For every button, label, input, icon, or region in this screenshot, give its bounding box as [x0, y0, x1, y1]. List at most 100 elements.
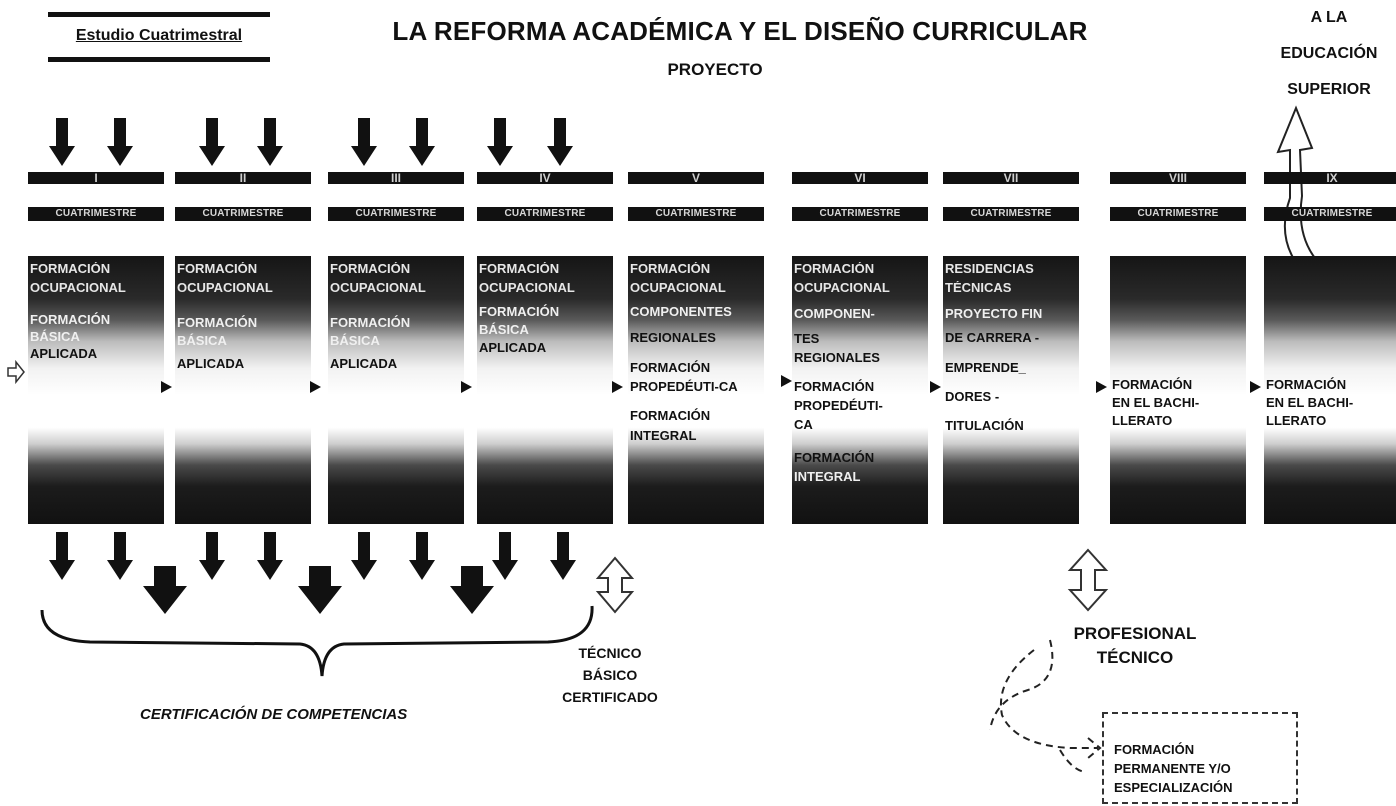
- term-header-line2: OCUPACIONAL: [479, 281, 575, 295]
- term-label: COMPONEN-: [794, 306, 875, 321]
- cuatrimestre-bar: [628, 207, 764, 221]
- term-label: PROYECTO FIN: [945, 306, 1043, 321]
- term-block: [628, 256, 764, 524]
- term-label: BÁSICA: [330, 333, 380, 348]
- edu-label-line3: SUPERIOR: [1287, 81, 1371, 98]
- term-label: LLERATO: [1112, 413, 1173, 428]
- term-block: [328, 256, 464, 524]
- term-label: DE CARRERA -: [945, 330, 1040, 345]
- term-label: CA: [794, 417, 813, 432]
- term-number: II: [239, 171, 247, 185]
- page-subtitle: PROYECTO: [667, 60, 763, 79]
- cuatrimestre-label: CUATRIMESTRE: [202, 208, 284, 219]
- term-bar: [28, 172, 164, 184]
- term-header-line1: FORMACIÓN: [30, 262, 111, 276]
- term-label: BÁSICA: [30, 329, 80, 344]
- term-number: I: [94, 171, 98, 185]
- term-bar: [477, 172, 613, 184]
- term-block: [943, 256, 1079, 524]
- cuatrimestre-bar: [1110, 207, 1246, 221]
- term-label: FORMACIÓN: [1112, 377, 1193, 392]
- term-label: BÁSICA: [479, 322, 529, 337]
- cuatrimestre-bar: [175, 207, 311, 221]
- term-label: REGIONALES: [630, 330, 716, 345]
- cuatrimestre-label: CUATRIMESTRE: [655, 208, 737, 219]
- term-label: FORMACIÓN: [630, 360, 711, 375]
- cuatrimestre-label: CUATRIMESTRE: [1137, 208, 1219, 219]
- term-label: TITULACIÓN: [945, 418, 1024, 433]
- entry-arrow: [7, 359, 25, 385]
- certificacion-label: CERTIFICACIÓN DE COMPETENCIAS: [140, 706, 408, 723]
- connector-arrow-1: [161, 381, 172, 393]
- double-arrow-tecnico-basico: [595, 556, 635, 614]
- term-label: PROPEDÉUTI-: [794, 398, 883, 413]
- cuatrimestre-bar: [328, 207, 464, 221]
- cuatrimestre-label: CUATRIMESTRE: [1291, 208, 1373, 219]
- term-bar: [943, 172, 1079, 184]
- term-label: FORMACIÓN: [1266, 377, 1347, 392]
- term-label: FORMACIÓN: [30, 312, 111, 327]
- term-label: FORMACIÓN: [794, 450, 875, 465]
- term-number: IV: [539, 171, 551, 185]
- term-label: APLICADA: [479, 340, 547, 355]
- page-title: LA REFORMA ACADÉMICA Y EL DISEÑO CURRICU…: [392, 16, 1088, 46]
- cuatrimestre-label: CUATRIMESTRE: [970, 208, 1052, 219]
- term-label: FORMACIÓN: [330, 315, 411, 330]
- term-header-line2: OCUPACIONAL: [30, 281, 126, 295]
- curly-brace: [40, 605, 594, 677]
- term-header-line1: FORMACIÓN: [177, 262, 258, 276]
- cuatrimestre-bar: [477, 207, 613, 221]
- term-block: [792, 256, 928, 524]
- term-block: [175, 256, 311, 524]
- term-label: COMPONENTES: [630, 304, 732, 319]
- term-number: IX: [1326, 171, 1338, 185]
- term-label: EN EL BACHI-: [1266, 395, 1354, 410]
- connector-arrow-6: [930, 381, 941, 393]
- cuatrimestre-label: CUATRIMESTRE: [355, 208, 437, 219]
- term-header-line1: FORMACIÓN: [630, 262, 711, 276]
- tag-rule-top: [48, 12, 270, 17]
- term-label: APLICADA: [177, 356, 245, 371]
- term-label: PROPEDÉUTI-CA: [630, 379, 738, 394]
- term-label: DORES -: [945, 389, 1000, 404]
- term-label: FORMACIÓN: [794, 379, 875, 394]
- cuatrimestre-bar: [28, 207, 164, 221]
- term-header-line2: OCUPACIONAL: [177, 281, 273, 295]
- term-label: TES: [794, 331, 820, 346]
- connector-arrow-5: [781, 375, 792, 387]
- term-label: EMPRENDE_: [945, 360, 1026, 375]
- term-label: FORMACIÓN: [177, 315, 258, 330]
- cuatrimestre-label: CUATRIMESTRE: [55, 208, 137, 219]
- curved-up-arrow: [1276, 105, 1320, 270]
- profesional-tecnico-line2: TÉCNICO: [1096, 648, 1174, 667]
- term-header-line2: OCUPACIONAL: [794, 281, 890, 295]
- cuatrimestre-label: CUATRIMESTRE: [504, 208, 586, 219]
- term-header-line1: FORMACIÓN: [330, 262, 411, 276]
- tag-rule-bottom: [48, 57, 270, 62]
- tecnico-basico-line2: BÁSICO: [582, 667, 638, 683]
- connector-arrow-4: [612, 381, 623, 393]
- term-label: APLICADA: [30, 346, 98, 361]
- big-down-arrows: [143, 566, 494, 614]
- tag-label: Estudio Cuatrimestral: [75, 27, 243, 44]
- cuatrimestre-bar: [1264, 207, 1396, 221]
- term-bar: [1110, 172, 1246, 184]
- down-arrows-top: [49, 118, 573, 166]
- term-label: INTEGRAL: [630, 428, 697, 443]
- dashed-loop-arrows: [989, 639, 1102, 773]
- double-arrow-profesional: [1067, 548, 1109, 612]
- term-block: [477, 256, 613, 524]
- connector-arrow-2: [310, 381, 321, 393]
- study-tag: Estudio Cuatrimestral: [48, 12, 270, 62]
- term-label: FORMACIÓN: [630, 408, 711, 423]
- term-header-line2: OCUPACIONAL: [330, 281, 426, 295]
- term-label: INTEGRAL: [794, 469, 861, 484]
- term-label: LLERATO: [1266, 413, 1327, 428]
- term-block: [1110, 256, 1246, 524]
- term-label: EN EL BACHI-: [1112, 395, 1200, 410]
- formacion-permanente-box: FORMACIÓN PERMANENTE Y/O ESPECIALIZACIÓN: [1102, 712, 1298, 804]
- profesional-tecnico-line1: PROFESIONAL: [1073, 624, 1197, 643]
- term-header-line1: FORMACIÓN: [479, 262, 560, 276]
- term-number: VIII: [1168, 171, 1187, 185]
